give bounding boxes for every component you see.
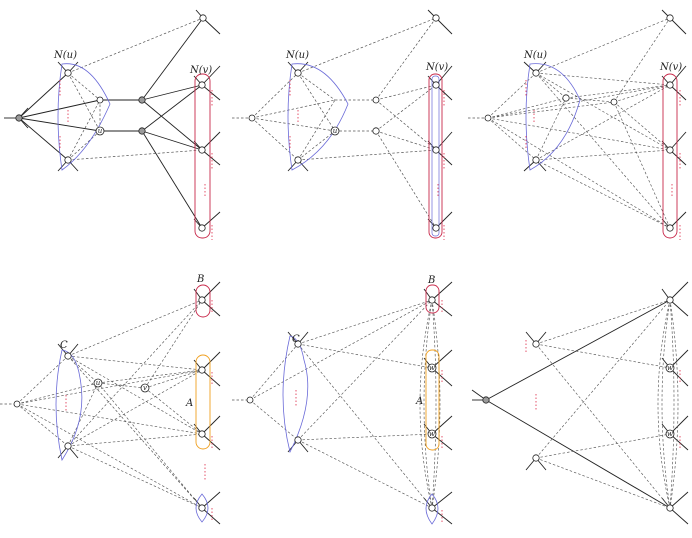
n-u-label: N(u): [285, 50, 309, 61]
panel-2: u N(u) N(v): [232, 9, 453, 240]
n-u-label: N(u): [53, 50, 77, 61]
set-c-label: C: [292, 334, 300, 345]
vertex-w-label: w: [667, 364, 673, 372]
panel-1: u N(u) N(v): [4, 9, 221, 240]
set-a-label: A: [185, 398, 193, 409]
panel-3: N(u) N(v): [468, 9, 687, 240]
vertex-w-label: w: [429, 364, 435, 372]
set-b-label: B: [427, 275, 435, 286]
n-v-label: N(v): [425, 62, 448, 73]
panel-4: u v C B A: [0, 274, 221, 525]
vertex-v-label: v: [143, 384, 147, 392]
panel-6: w w: [471, 281, 689, 525]
panel-5: w w C B A: [232, 275, 453, 525]
vertex-w-label: w: [667, 430, 673, 438]
vertex-u-label: u: [98, 127, 103, 135]
n-v-label: N(v): [659, 62, 682, 73]
vertex-w-label: w: [429, 430, 435, 438]
set-c-label: C: [60, 340, 68, 351]
n-u-label: N(u): [523, 50, 547, 61]
set-b-label: B: [196, 274, 204, 285]
vertex-u-label: u: [96, 379, 101, 387]
set-a-label: A: [415, 396, 423, 407]
n-v-label: N(v): [189, 65, 212, 76]
vertex-u-label: u: [333, 127, 338, 135]
